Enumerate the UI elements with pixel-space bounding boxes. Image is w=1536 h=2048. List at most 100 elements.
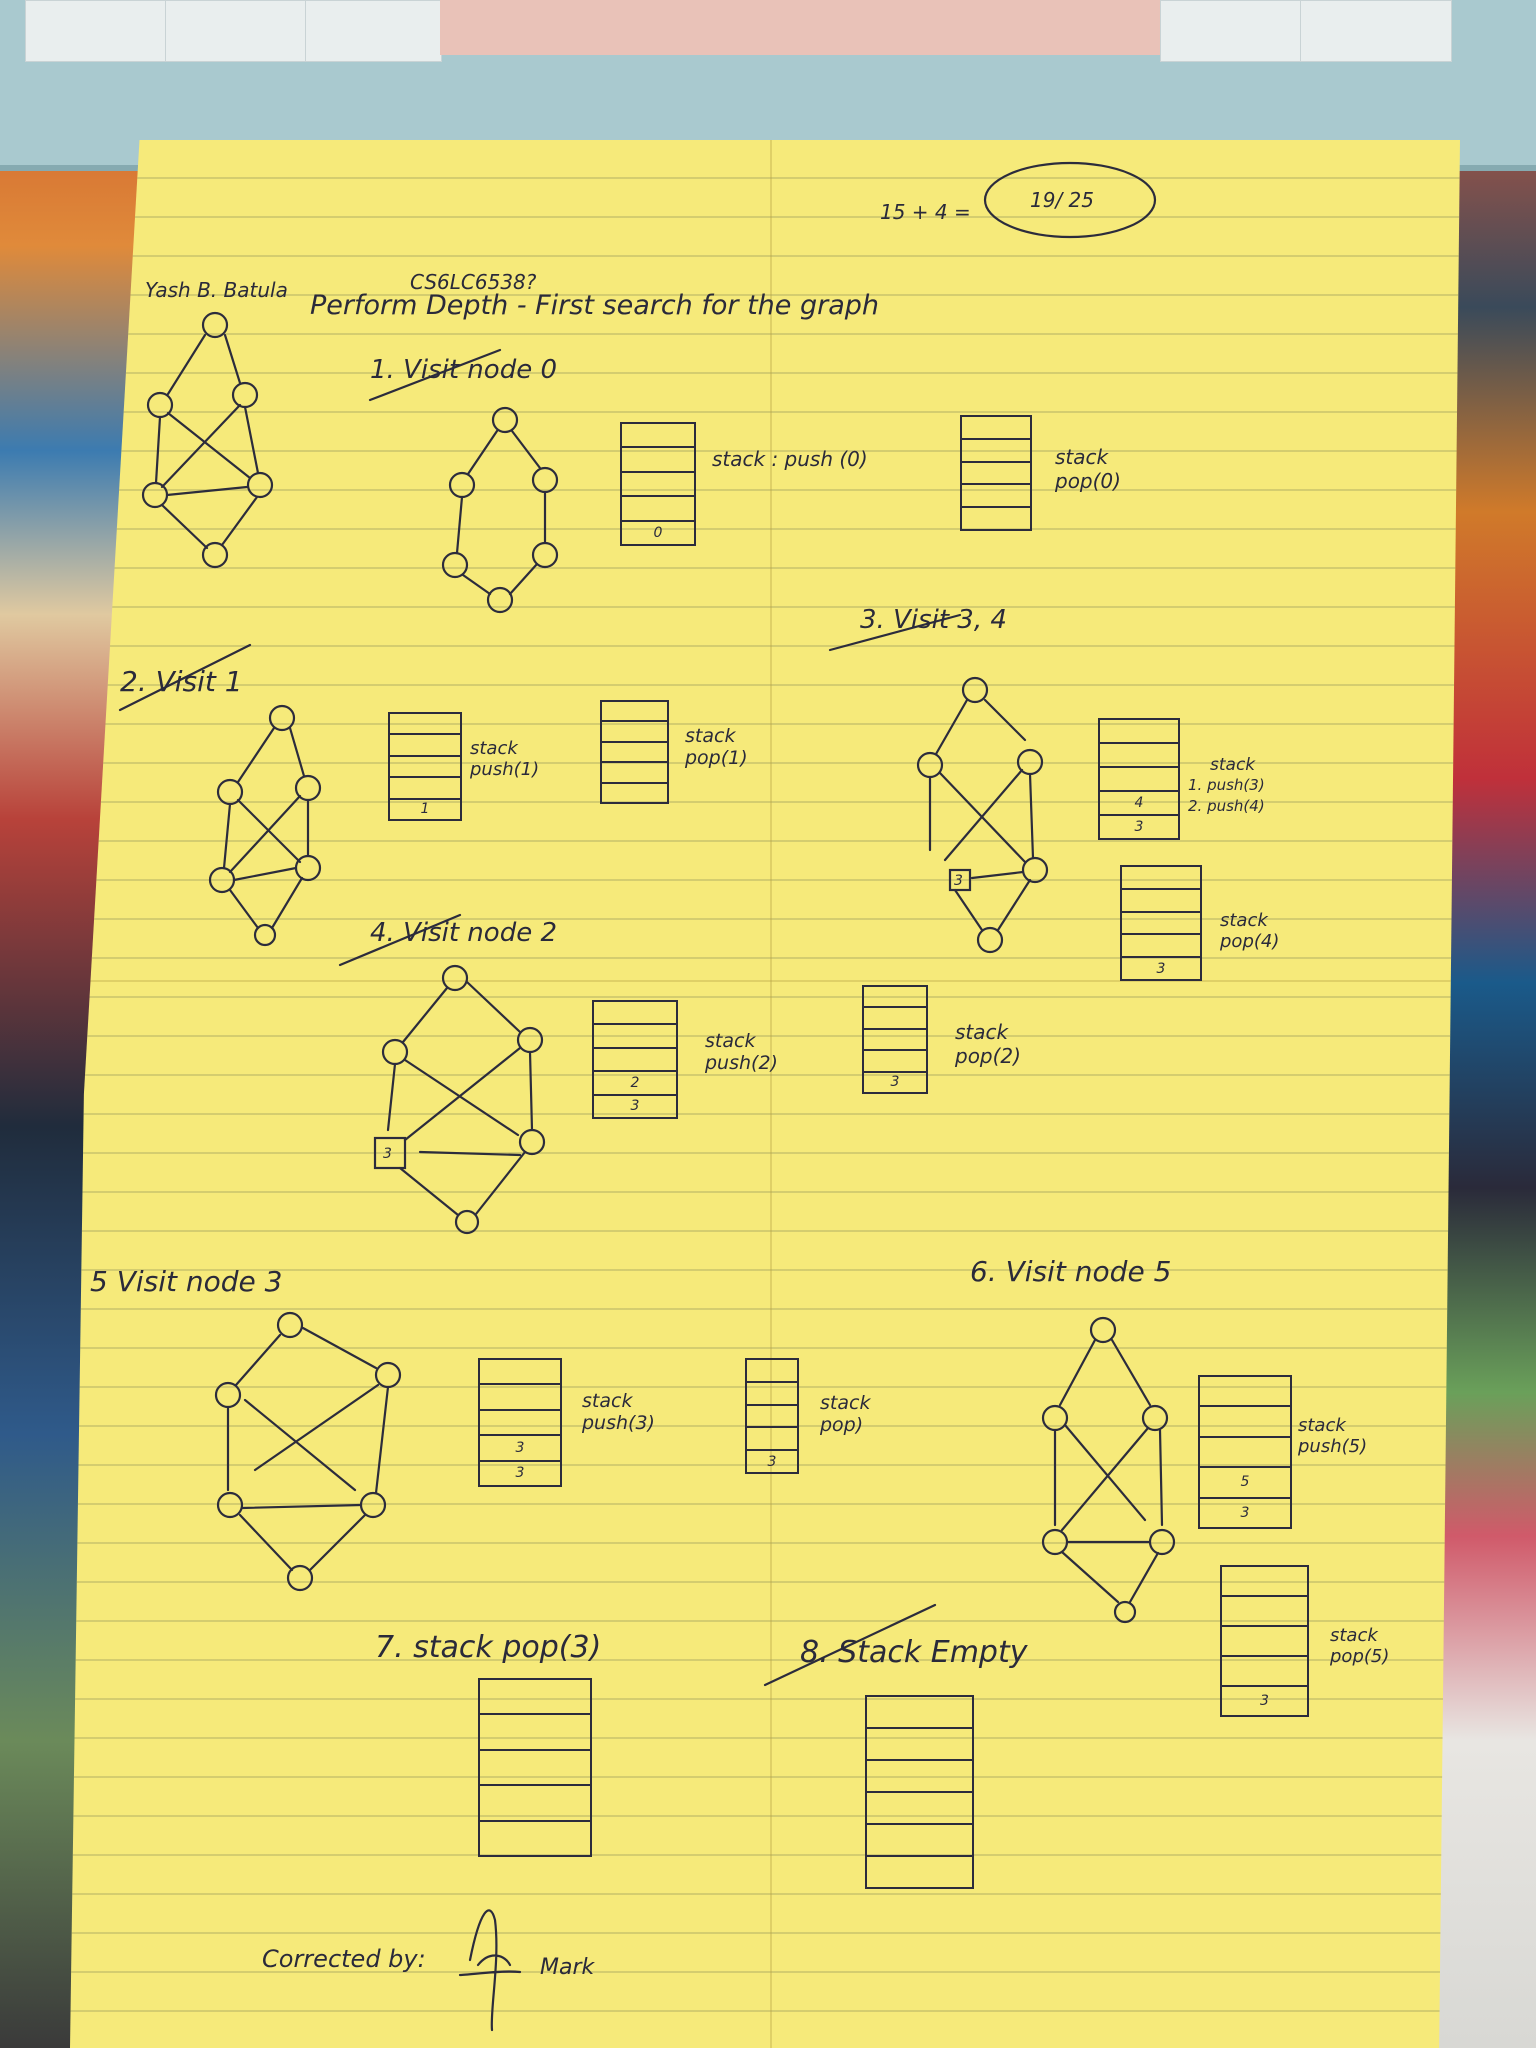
graph-node <box>948 868 972 892</box>
score-value: 19/ 25 <box>1030 188 1094 212</box>
student-name: Yash B. Batula <box>145 278 288 302</box>
graph-node <box>1148 1528 1176 1556</box>
stack-step-4-pop: 3 <box>862 985 928 1094</box>
graph-node <box>231 381 259 409</box>
graph-edges <box>1053 1338 1164 1604</box>
step-4-op-push: stack push(2) <box>705 1030 778 1074</box>
strike-mark <box>338 913 462 967</box>
graph-node <box>916 751 944 779</box>
graph-step-6 <box>1041 1316 1176 1624</box>
step-1-op-push: stack : push (0) <box>712 447 868 471</box>
graph-node <box>246 471 274 499</box>
graph-node <box>518 1128 546 1156</box>
graph-node <box>201 541 229 569</box>
step-6-op-pop: stack pop(5) <box>1330 1625 1390 1667</box>
strike-mark <box>763 1603 937 1687</box>
graph-node <box>373 1136 407 1170</box>
node-label: 3 <box>383 1146 392 1162</box>
step-8-label: 8. Stack Empty <box>800 1635 1028 1670</box>
graph-node <box>294 854 322 882</box>
score-calculation: 15 + 4 = <box>880 200 971 224</box>
step-1-label: 1. Visit node 0 <box>370 355 558 385</box>
graph-edges <box>226 1326 390 1572</box>
graph-node <box>491 406 519 434</box>
step-5-op-push: stack push(3) <box>582 1390 655 1434</box>
step-3-label: 3. Visit 3, 4 <box>860 605 1007 635</box>
stack-step-1-push: 0 <box>620 422 696 546</box>
graph-step-4: 3 <box>373 964 546 1235</box>
step-7-label: 7. stack pop(3) <box>375 1630 602 1665</box>
graph-node <box>201 311 229 339</box>
graph-edges <box>386 980 534 1217</box>
graph-node <box>441 964 469 992</box>
graph-node <box>516 1026 544 1054</box>
graph-node <box>486 586 514 614</box>
graph-step-2 <box>208 704 322 947</box>
stack-step-7 <box>478 1678 592 1857</box>
step-3-op-push-3: 1. push(3) <box>1188 776 1265 794</box>
step-3-op-pop: stack pop(4) <box>1220 910 1280 952</box>
step-6-label: 6. Visit node 5 <box>970 1255 1172 1288</box>
graph-edges <box>222 726 310 930</box>
corrected-by-label: Corrected by: <box>262 1945 426 1973</box>
paper-fold-horizontal <box>70 980 1460 982</box>
graph-step-3: 3 <box>916 676 1049 954</box>
graph-node <box>268 704 296 732</box>
node-label: 3 <box>954 873 963 889</box>
strike-mark <box>828 613 962 652</box>
graph-node <box>441 551 469 579</box>
step-1-op-pop: stack pop(0) <box>1055 445 1121 493</box>
graph-step-1 <box>441 406 559 614</box>
graph-node <box>448 471 476 499</box>
step-2-op-pop: stack pop(1) <box>685 725 748 769</box>
score-circle <box>983 161 1157 239</box>
step-3-op-stack: stack <box>1210 755 1256 775</box>
graph-step-5 <box>214 1311 402 1592</box>
shelf-tile <box>305 0 442 62</box>
step-2-op-push: stack push(1) <box>470 738 540 780</box>
graph-original <box>141 311 274 569</box>
stack-step-1-pop <box>960 415 1032 531</box>
graph-node <box>286 1564 314 1592</box>
paper-fold-vertical <box>770 140 772 2048</box>
graph-node <box>531 466 559 494</box>
graph-node <box>276 1311 304 1339</box>
graph-node <box>1021 856 1049 884</box>
graph-node <box>359 1491 387 1519</box>
student-id: CS6LC6538? <box>410 270 537 294</box>
graph-node <box>374 1361 402 1389</box>
step-5-op-pop: stack pop) <box>820 1392 871 1436</box>
step-6-op-push: stack push(5) <box>1298 1415 1368 1457</box>
shelf-tile <box>165 0 307 62</box>
signature-scribble <box>458 1909 522 2032</box>
stack-step-3-pop: 3 <box>1120 865 1202 981</box>
graph-edges <box>154 333 260 550</box>
shelf-tile <box>1300 0 1452 62</box>
stack-step-2-pop <box>600 700 669 804</box>
shelf-tile <box>25 0 167 62</box>
graph-node <box>454 1209 480 1235</box>
step-4-op-pop: stack pop(2) <box>955 1020 1021 1068</box>
step-2-label: 2. Visit 1 <box>120 665 243 698</box>
strike-mark <box>118 643 252 712</box>
graph-node <box>1041 1528 1069 1556</box>
graph-edges <box>928 698 1035 932</box>
graph-node <box>1041 1404 1069 1432</box>
step-4-label: 4. Visit node 2 <box>370 918 558 948</box>
step-5-label: 5 Visit node 3 <box>90 1265 283 1298</box>
assignment-title: Perform Depth - First search for the gra… <box>310 290 880 321</box>
step-3-op-push-4: 2. push(4) <box>1188 797 1265 815</box>
graph-node <box>976 926 1004 954</box>
stack-step-5-pop: 3 <box>745 1358 799 1474</box>
graph-node <box>214 1381 242 1409</box>
graph-node <box>381 1038 409 1066</box>
graph-node <box>1089 1316 1117 1344</box>
shelf-pink-box <box>440 0 1160 55</box>
yellow-paper-sheet <box>70 140 1460 2048</box>
graph-edges <box>455 429 547 596</box>
